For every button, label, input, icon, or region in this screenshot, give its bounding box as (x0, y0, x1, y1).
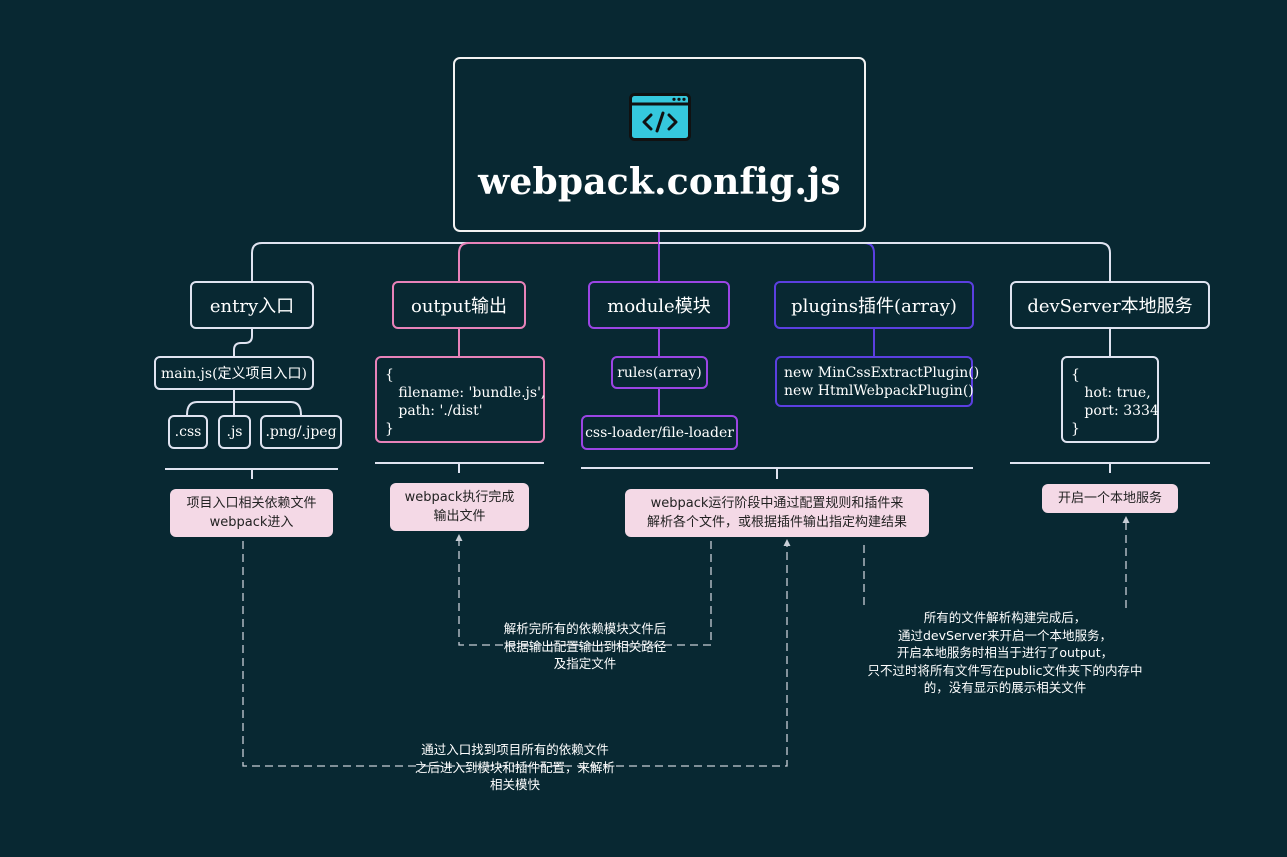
devserver-note: 开启一个本地服务 (1042, 484, 1178, 513)
output-code-node[interactable]: { filename: 'bundle.js', path: './dist' … (375, 356, 545, 443)
module-node[interactable]: module模块 (588, 281, 730, 329)
entry-connector (251, 242, 659, 281)
output-connector (458, 242, 659, 281)
devserver-code-node[interactable]: { hot: true, port: 3334 } (1061, 356, 1159, 443)
plugins-connector (659, 242, 875, 281)
code-window-icon (628, 93, 691, 141)
entry-main-node[interactable]: main.js(定义项目入口) (154, 356, 314, 390)
entry-file-images[interactable]: .png/.jpeg (260, 415, 342, 449)
plugins-code-node[interactable]: new MinCssExtractPlugin() new HtmlWebpac… (775, 356, 979, 407)
output-note: webpack执行完成 输出文件 (390, 483, 529, 531)
entry-file-css[interactable]: .css (168, 415, 208, 449)
output-arrow-head (455, 534, 463, 541)
module-loader-node[interactable]: css-loader/file-loader (581, 415, 738, 450)
entry-note: 项目入口相关依赖文件 webpack进入 (170, 489, 333, 537)
output-node[interactable]: output输出 (392, 281, 526, 329)
plugins-node[interactable]: plugins插件(array) (774, 281, 974, 329)
entry-flow-annotation: 通过入口找到项目所有的依赖文件 之后进入到模块和插件配置，来解析 相关模快 (414, 742, 615, 792)
devserver-arrow-head (1122, 516, 1130, 523)
devserver-connector (659, 242, 1111, 281)
entry-arrow-head (783, 539, 791, 546)
module-rules-node[interactable]: rules(array) (611, 356, 708, 389)
entry-node[interactable]: entry入口 (190, 281, 314, 329)
module-note: webpack运行阶段中通过配置规则和插件来 解析各个文件，或根据插件输出指定构… (625, 489, 929, 537)
devserver-flow-annotation: 所有的文件解析构建完成后， 通过devServer来开启一个本地服务， 开启本地… (867, 610, 1143, 695)
entry-file-js[interactable]: .js (218, 415, 251, 449)
devserver-node[interactable]: devServer本地服务 (1010, 281, 1210, 329)
root-node[interactable]: webpack.config.js (453, 57, 866, 232)
root-title: webpack.config.js (478, 161, 841, 203)
output-flow-annotation: 解析完所有的依赖模块文件后 根据输出配置输出到相关路径 及指定文件 (503, 621, 667, 671)
output-flow-dashed-line (458, 540, 712, 646)
entry-flow-dashed-line (242, 541, 788, 767)
